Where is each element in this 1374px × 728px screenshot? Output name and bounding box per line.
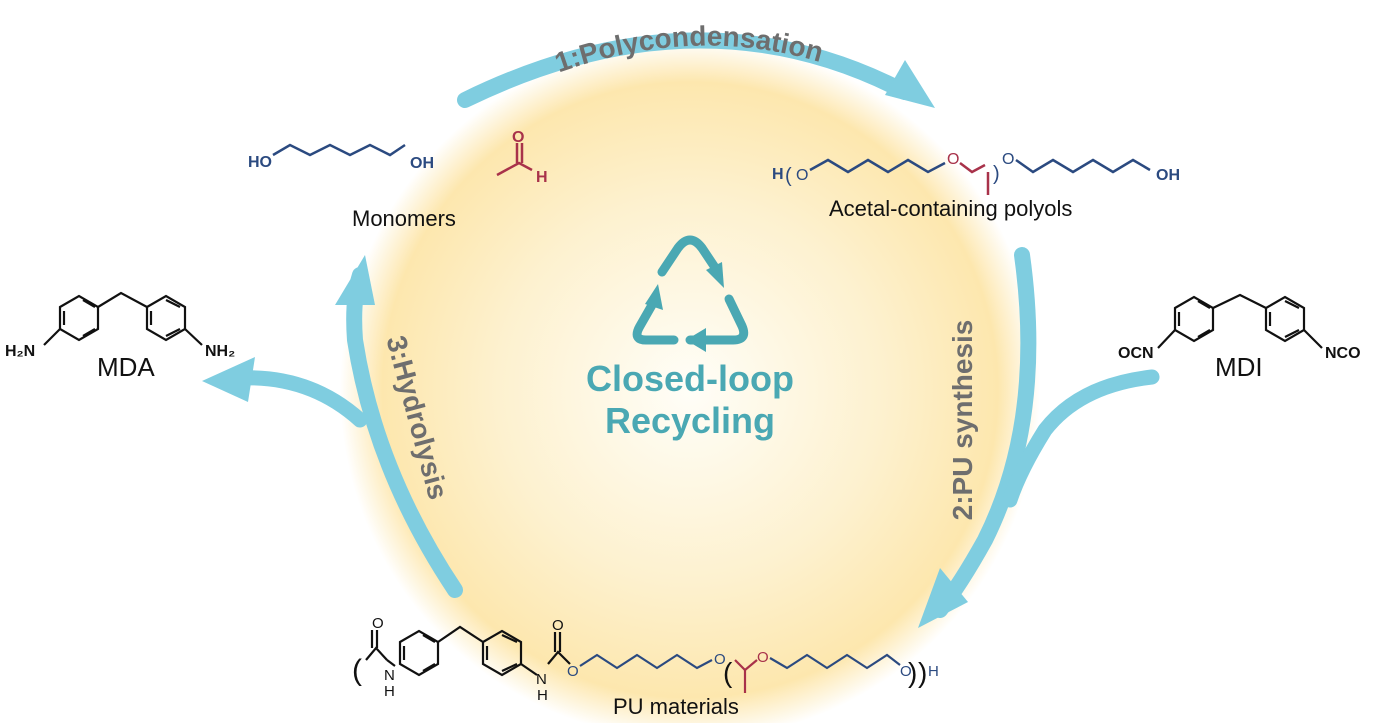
svg-text:OH: OH (410, 155, 434, 172)
svg-text:N: N (384, 667, 395, 684)
svg-text:H: H (536, 169, 548, 186)
svg-text:(: ( (785, 165, 792, 187)
mdi-left-group: OCN (1118, 345, 1154, 362)
pu-structure: ( O N H O N H O O ( (352, 615, 939, 704)
background-glow (340, 40, 1040, 728)
svg-text:H: H (537, 687, 548, 704)
arrow-step-2 (918, 247, 1160, 628)
svg-text:O: O (1002, 151, 1014, 168)
step-2-label: 2:PU synthesis (947, 320, 978, 521)
svg-text:H: H (928, 663, 939, 680)
svg-text:): ) (993, 163, 1000, 185)
mdi-right-group: NCO (1325, 345, 1361, 362)
center-title-line1: Closed-loop (586, 358, 794, 399)
svg-text:O: O (552, 617, 564, 634)
svg-text:O: O (512, 129, 524, 146)
mdi-structure (1157, 293, 1323, 349)
mda-left-group: H₂N (5, 343, 35, 360)
arrow-step-1 (457, 32, 935, 108)
svg-text:): ) (918, 657, 927, 688)
monomers-label: Monomers (352, 206, 456, 231)
mda-structure (43, 291, 203, 346)
svg-text:O: O (567, 663, 579, 680)
svg-text:N: N (536, 671, 547, 688)
svg-text:O: O (714, 651, 726, 668)
svg-text:H: H (772, 166, 784, 183)
mda-label: MDA (97, 352, 155, 382)
arrow-step-3 (202, 255, 463, 598)
svg-text:O: O (900, 663, 912, 680)
polyol-structure: H ( O O ) O OH (772, 151, 1180, 195)
polyols-label: Acetal-containing polyols (829, 196, 1073, 221)
center-title: Closed-loop Recycling (540, 358, 840, 442)
mda-right-group: NH₂ (205, 343, 235, 360)
svg-text:OH: OH (1156, 167, 1180, 184)
recycle-icon (632, 235, 749, 352)
acetaldehyde-structure: O H (496, 129, 548, 186)
mdi-label: MDI (1215, 352, 1263, 382)
svg-text:(: ( (723, 657, 733, 688)
center-title-line2: Recycling (604, 400, 776, 441)
svg-text:O: O (372, 615, 384, 632)
svg-text:HO: HO (248, 154, 272, 171)
pu-materials-label: PU materials (613, 694, 739, 719)
svg-text:H: H (384, 683, 395, 700)
svg-text:O: O (757, 649, 769, 666)
svg-text:(: ( (352, 654, 362, 687)
hexanediol-structure: HO OH (248, 143, 434, 172)
svg-text:O: O (796, 167, 808, 184)
svg-text:): ) (908, 657, 917, 688)
svg-text:O: O (947, 151, 959, 168)
